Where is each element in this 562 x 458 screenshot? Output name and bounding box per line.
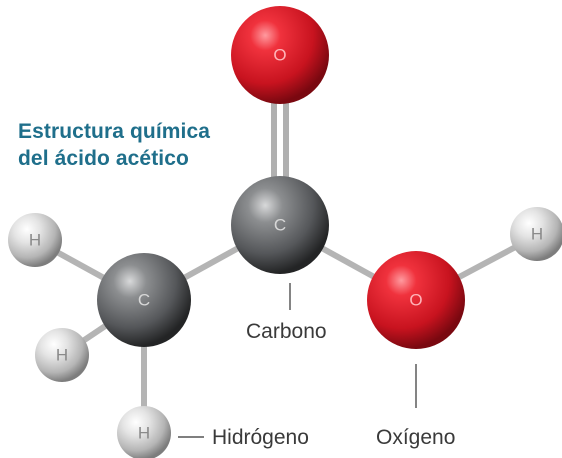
svg-text:C: C (274, 216, 286, 235)
svg-text:O: O (273, 46, 286, 65)
svg-text:H: H (138, 424, 150, 443)
atom-oxygen-top: O (231, 6, 329, 104)
atom-hydrogen-left-middle: H (35, 328, 89, 382)
oxygen-label: Oxígeno (376, 426, 456, 449)
carbon-label: Carbono (246, 320, 327, 343)
svg-text:H: H (56, 346, 68, 365)
svg-text:C: C (138, 291, 150, 310)
hydrogen-label: Hidrógeno (212, 426, 309, 449)
atom-hydrogen-right: H (510, 207, 562, 261)
svg-text:O: O (409, 291, 422, 310)
atom-carbon-left: C (97, 253, 191, 347)
svg-text:H: H (531, 225, 543, 244)
atom-hydrogen-left-top: H (8, 213, 62, 267)
title-line-1: Estructura química (18, 120, 211, 143)
atom-oxygen-right: O (367, 251, 465, 349)
callout-lines (178, 283, 417, 438)
atom-hydrogen-bottom: H (117, 406, 171, 458)
diagram-title: Estructura química del ácido acético (18, 118, 210, 172)
title-line-2: del ácido acético (18, 147, 189, 170)
svg-text:H: H (29, 231, 41, 250)
atom-carbon-center: C (231, 176, 329, 274)
